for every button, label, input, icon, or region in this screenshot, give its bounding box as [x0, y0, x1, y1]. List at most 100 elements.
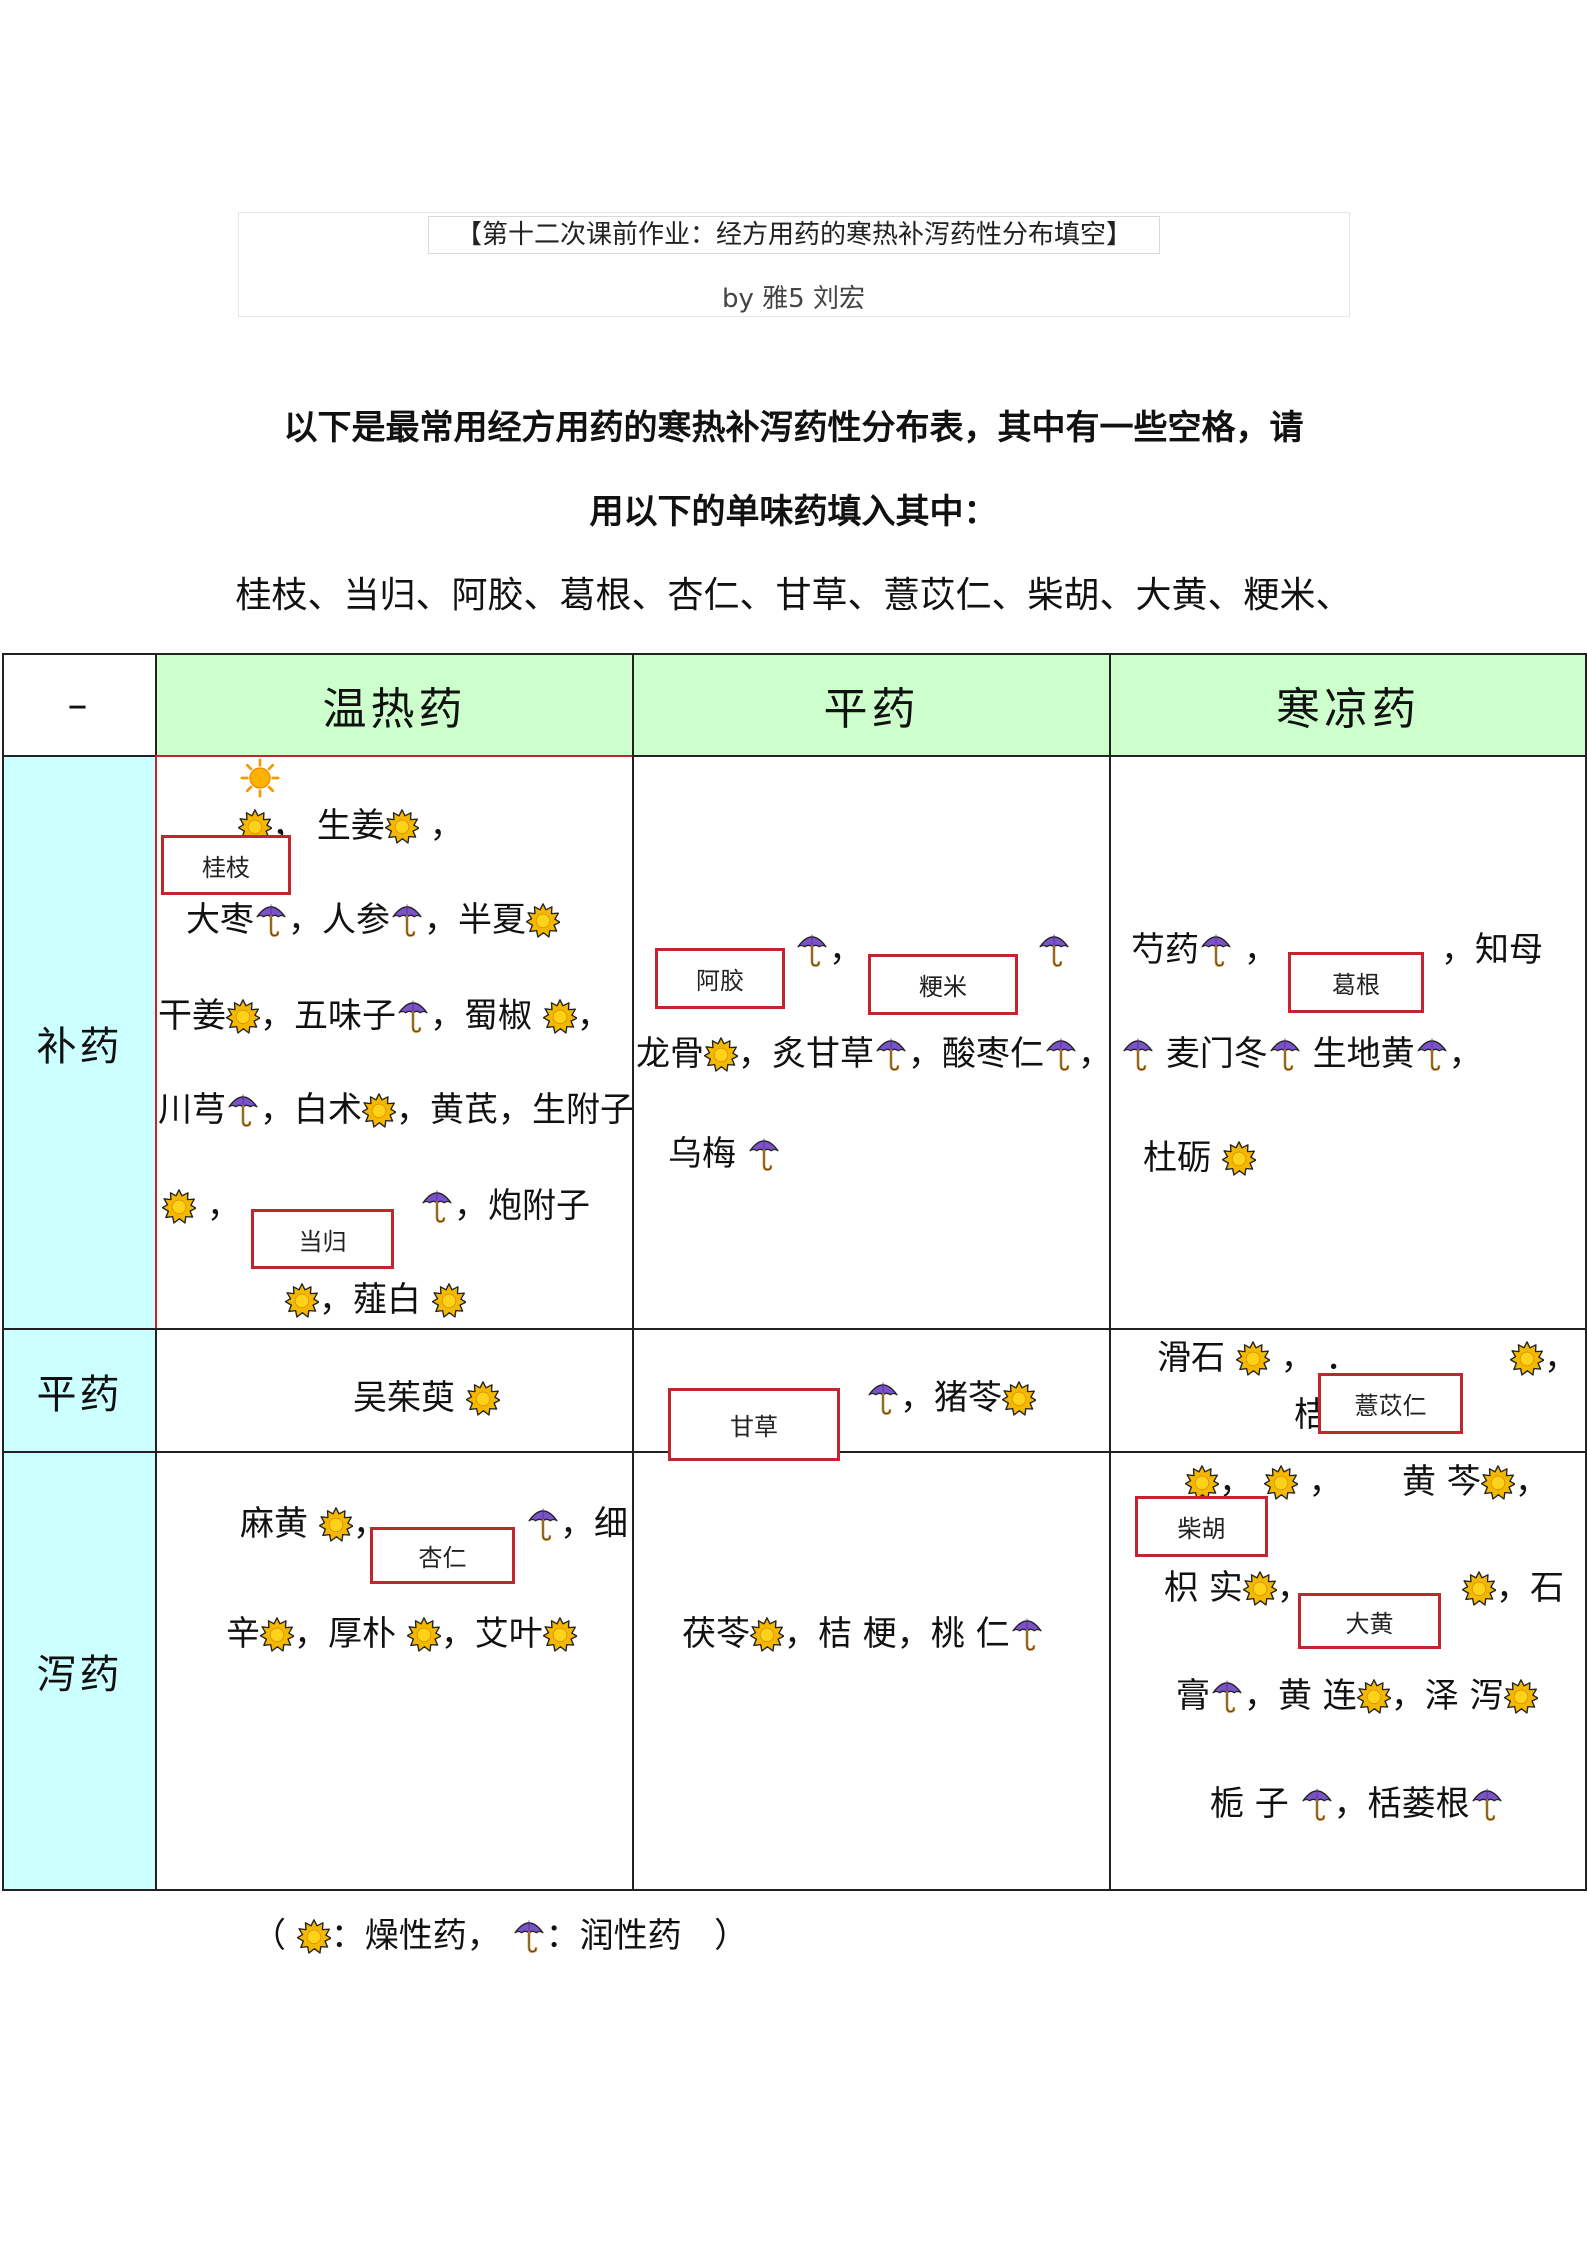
answer-box-guizhi: 桂枝 [161, 835, 291, 895]
dry-icon [526, 902, 560, 938]
moist-icon [1010, 1616, 1044, 1652]
xie-cold-line-2a: 枳 实， [1164, 1566, 1311, 1610]
moist-icon [1470, 1786, 1504, 1822]
dry-icon [466, 1380, 500, 1416]
moist-icon [1300, 1786, 1334, 1822]
herb-huanglian: ，黄 连 [1244, 1676, 1357, 1716]
answer-box-xingren: 杏仁 [370, 1527, 515, 1584]
moist-icon [866, 1380, 900, 1416]
herb-wumei: 乌梅 [668, 1134, 736, 1174]
moist-icon [1044, 1036, 1078, 1072]
dry-icon [226, 998, 260, 1034]
separator: ， [429, 806, 464, 846]
herb-dazao: 大枣 [186, 900, 254, 940]
legend-paren-open: （ [252, 1916, 286, 1956]
intro-line-1: 以下是最常用经方用药的寒热补泻药性分布表，其中有一些空格，请 [283, 408, 1304, 448]
herb-shaoyao: 芍药 [1131, 930, 1199, 970]
document-author: by 雅5 刘宏 [722, 284, 865, 314]
separator: ， [1280, 1338, 1315, 1378]
herb-xiebai: ，薤白 [319, 1280, 421, 1320]
answer-box-chaihu: 柴胡 [1135, 1496, 1268, 1557]
herb-maimendong: 麦门冬 [1165, 1034, 1268, 1074]
bu-flat-line-1b [1037, 928, 1071, 972]
dry-icon [407, 1616, 441, 1652]
moist-icon [254, 902, 288, 938]
row-header-bu-label: 补药 [36, 1023, 123, 1070]
title-box [238, 212, 1350, 317]
bu-warm-line-4: 川芎，白术，黄芪，生附子 [158, 1088, 634, 1132]
separator: ， [1243, 930, 1278, 970]
dry-icon [1481, 1464, 1515, 1500]
separator: ， [1448, 1034, 1483, 1074]
row-header-xie-label: 泻药 [36, 1652, 123, 1698]
column-header-cold-label: 寒凉药 [1276, 684, 1420, 735]
legend-paren-close: ） [714, 1916, 749, 1956]
sun-burst-icon [297, 1918, 331, 1954]
dry-icon [704, 1036, 738, 1072]
herb-wuweizi: ，五味子 [260, 996, 396, 1036]
xie-cold-line-4: 栀 子 ，栝蒌根 [1210, 1782, 1504, 1826]
moist-icon [420, 1188, 454, 1224]
moist-icon [1210, 1678, 1244, 1714]
herb-mahuang: 麻黄 [240, 1504, 308, 1544]
moist-icon [795, 932, 829, 968]
moist-icon [874, 1036, 908, 1072]
cell-xie-flat [632, 1451, 1111, 1891]
moist-icon [1121, 1036, 1155, 1072]
herb-shengdihuang: 生地黄 [1312, 1034, 1415, 1074]
answer-box-dahuang: 大黄 [1298, 1593, 1441, 1649]
ping-warm-line: 吴茱萸 [353, 1376, 500, 1420]
herb-chuanxiong: 川芎 [158, 1090, 226, 1130]
column-header-warm-label: 温热药 [322, 684, 467, 735]
herb-jiegeng-taoren: ，桔 梗，桃 仁 [784, 1614, 1010, 1654]
herb-zhuling: ，猪苓 [900, 1378, 1002, 1418]
xie-warm-line-1a: 麻黄 ， [240, 1502, 387, 1546]
column-header-flat-label: 平药 [823, 684, 920, 735]
row-header-bu: 补药 [2, 755, 157, 1330]
herb-shengjiang: 生姜 [316, 806, 385, 846]
xie-warm-line-1b: ，细 [526, 1502, 628, 1546]
document-title: 【第十二次课前作业：经方用药的寒热补泻药性分布填空】 [428, 216, 1160, 254]
herb-xin: 辛 [226, 1614, 260, 1654]
dry-icon [1243, 1570, 1277, 1606]
answer-box-gegen: 葛根 [1288, 952, 1424, 1013]
legend-moist-label: ：润性药 [545, 1916, 682, 1956]
bu-warm-line-2: 大枣，人参，半夏 [186, 898, 560, 942]
answer-box-yiyiren: 薏苡仁 [1318, 1373, 1463, 1434]
bu-warm-line-5-left: ， [162, 1184, 241, 1228]
dry-icon [543, 998, 577, 1034]
herb-list: 桂枝、当归、阿胶、葛根、杏仁、甘草、薏苡仁、柴胡、大黄、粳米、 [235, 575, 1352, 616]
dry-icon [1462, 1570, 1496, 1606]
intro-line-2: 用以下的单味药填入其中： [589, 492, 998, 532]
dry-icon [1222, 1140, 1256, 1176]
legend-dry-label: ：燥性药， [330, 1916, 501, 1956]
answer-box-ejiao: 阿胶 [655, 948, 785, 1009]
herb-huangqin: 黄 芩 [1402, 1462, 1481, 1502]
xie-cold-line-1b: 黄 芩， [1402, 1460, 1549, 1504]
herb-longgu: 龙骨 [636, 1034, 704, 1074]
answer-box-jingmi: 粳米 [868, 954, 1018, 1015]
row-header-ping-label: 平药 [36, 1371, 123, 1418]
moist-icon [396, 998, 430, 1034]
herb-zexie: ，泽 泻 [1390, 1676, 1504, 1716]
moist-icon [1268, 1036, 1302, 1072]
dry-icon [1264, 1464, 1298, 1500]
column-header-flat: 平药 [632, 653, 1111, 757]
dry-icon [1504, 1678, 1538, 1714]
moist-icon [1415, 1036, 1449, 1072]
dry-icon [1510, 1340, 1544, 1376]
herb-huangqi-fuzi: ，黄芪，生附子 [396, 1090, 634, 1130]
separator: ． [1325, 1338, 1360, 1378]
herb-ganjiang: 干姜 [158, 996, 226, 1036]
dry-icon [260, 1616, 294, 1652]
separator: ， [1219, 1462, 1253, 1502]
herb-zhizi: 栀 子 [1210, 1784, 1289, 1824]
dry-icon [362, 1092, 396, 1128]
moist-icon [1199, 932, 1233, 968]
herb-shigao: ，石 [1496, 1568, 1564, 1608]
bu-cold-line-2: 麦门冬 生地黄 ， [1121, 1032, 1483, 1076]
bu-cold-line-1a: 芍药 ， [1131, 928, 1278, 972]
moist-icon [526, 1506, 560, 1542]
xie-cold-line-2b: ，石 [1462, 1566, 1564, 1610]
xie-cold-line-1a: ， ， [1185, 1460, 1343, 1504]
